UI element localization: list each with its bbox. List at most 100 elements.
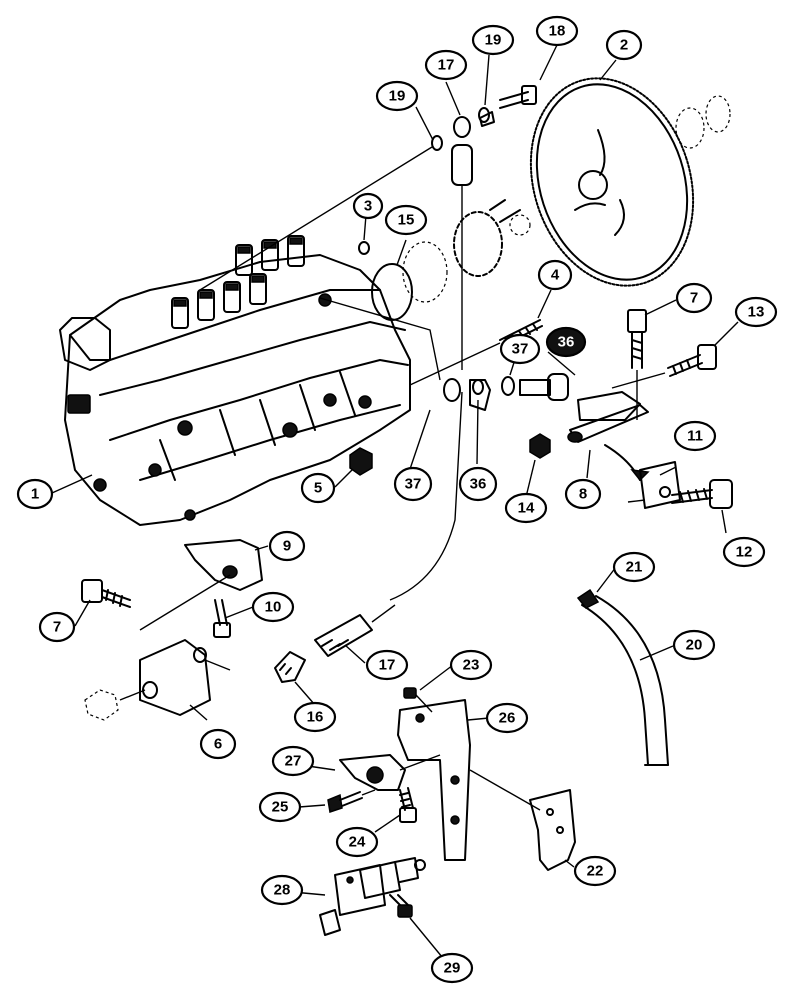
mounting-plate bbox=[627, 461, 681, 509]
callout-29: 29 bbox=[430, 952, 474, 984]
drive-gear bbox=[529, 77, 731, 287]
callout-4: 4 bbox=[537, 259, 573, 291]
callout-12: 12 bbox=[722, 536, 766, 568]
callout-11: 11 bbox=[673, 420, 717, 452]
svg-text:15: 15 bbox=[398, 212, 415, 229]
elbow-fitting bbox=[274, 651, 306, 683]
callout-21: 21 bbox=[612, 551, 656, 583]
bolt bbox=[399, 787, 417, 823]
callout-3: 3 bbox=[352, 192, 384, 220]
bracket bbox=[84, 639, 231, 721]
callouts: 1 2 3 4 5 6 7 7 8 9 10 11 12 13 14 15 16… bbox=[16, 15, 778, 984]
solenoid bbox=[319, 857, 426, 936]
svg-text:12: 12 bbox=[736, 544, 753, 561]
svg-text:2: 2 bbox=[620, 37, 628, 54]
callout-17-top: 17 bbox=[424, 49, 468, 81]
seal-ring bbox=[371, 263, 413, 321]
callout-37-upper: 37 bbox=[499, 333, 541, 365]
svg-text:13: 13 bbox=[748, 304, 765, 321]
svg-text:26: 26 bbox=[499, 710, 516, 727]
svg-text:1: 1 bbox=[31, 486, 39, 503]
svg-text:25: 25 bbox=[272, 799, 289, 816]
svg-text:24: 24 bbox=[349, 834, 366, 851]
callout-18: 18 bbox=[535, 15, 579, 47]
callout-27: 27 bbox=[271, 745, 315, 777]
nut bbox=[349, 447, 373, 476]
leader-lines bbox=[51, 44, 739, 964]
svg-text:10: 10 bbox=[265, 599, 282, 616]
svg-text:14: 14 bbox=[518, 500, 535, 517]
svg-text:6: 6 bbox=[214, 736, 222, 753]
svg-text:21: 21 bbox=[626, 559, 643, 576]
callout-22: 22 bbox=[573, 855, 617, 887]
svg-text:7: 7 bbox=[690, 290, 698, 307]
callout-24: 24 bbox=[335, 826, 379, 858]
callout-5: 5 bbox=[300, 472, 336, 504]
callout-10: 10 bbox=[251, 591, 295, 623]
hose bbox=[576, 588, 669, 766]
nut bbox=[529, 433, 551, 459]
svg-text:3: 3 bbox=[364, 198, 372, 215]
callout-7-right: 7 bbox=[675, 282, 713, 314]
washer bbox=[431, 135, 443, 151]
lever-bracket bbox=[567, 391, 650, 482]
callout-13: 13 bbox=[734, 296, 778, 328]
svg-text:28: 28 bbox=[274, 882, 291, 899]
svg-text:5: 5 bbox=[314, 480, 322, 497]
bolt bbox=[671, 479, 733, 509]
svg-text:16: 16 bbox=[307, 709, 324, 726]
washer bbox=[478, 107, 490, 123]
svg-text:9: 9 bbox=[283, 538, 291, 555]
svg-text:37: 37 bbox=[405, 476, 422, 493]
callout-26: 26 bbox=[485, 702, 529, 734]
callout-9: 9 bbox=[268, 530, 306, 562]
injection-pump bbox=[59, 235, 411, 526]
bracket bbox=[339, 754, 441, 791]
bolt bbox=[611, 344, 717, 389]
svg-text:29: 29 bbox=[444, 960, 461, 977]
bracket bbox=[139, 539, 263, 631]
callout-19-left: 19 bbox=[375, 80, 419, 112]
hose-fitting bbox=[314, 604, 396, 657]
callout-1: 1 bbox=[16, 478, 54, 510]
bracket-plate bbox=[529, 789, 576, 871]
bracket bbox=[397, 699, 541, 861]
o-ring bbox=[358, 241, 370, 255]
svg-text:17: 17 bbox=[438, 57, 455, 74]
gear-hub bbox=[402, 199, 531, 303]
bolt bbox=[389, 894, 413, 918]
callout-15: 15 bbox=[384, 204, 428, 236]
callout-25: 25 bbox=[258, 791, 302, 823]
callout-23: 23 bbox=[449, 649, 493, 681]
callout-8: 8 bbox=[564, 478, 602, 510]
bolt bbox=[499, 85, 537, 109]
callout-6: 6 bbox=[199, 728, 237, 760]
svg-text:8: 8 bbox=[579, 486, 587, 503]
bolt bbox=[81, 579, 131, 608]
callout-36-upper: 36 bbox=[545, 326, 587, 358]
bolt bbox=[627, 309, 647, 420]
svg-text:19: 19 bbox=[389, 88, 406, 105]
callout-37-lower: 37 bbox=[393, 466, 433, 502]
svg-text:37: 37 bbox=[512, 341, 529, 358]
banjo-fitting bbox=[443, 373, 569, 411]
svg-text:27: 27 bbox=[285, 753, 302, 770]
callout-16: 16 bbox=[293, 701, 337, 733]
callout-28: 28 bbox=[260, 874, 304, 906]
svg-text:19: 19 bbox=[485, 32, 502, 49]
svg-text:23: 23 bbox=[463, 657, 480, 674]
callout-19-right: 19 bbox=[471, 24, 515, 56]
svg-text:11: 11 bbox=[687, 428, 703, 445]
svg-text:22: 22 bbox=[587, 863, 604, 880]
callout-14: 14 bbox=[504, 492, 548, 524]
svg-text:18: 18 bbox=[549, 23, 566, 40]
callout-7-left: 7 bbox=[38, 611, 76, 643]
svg-text:20: 20 bbox=[686, 637, 703, 654]
bolt bbox=[213, 599, 231, 638]
fuel-line bbox=[389, 111, 495, 601]
callout-36-lower: 36 bbox=[458, 466, 498, 502]
callout-17-bottom: 17 bbox=[365, 649, 409, 681]
svg-text:17: 17 bbox=[379, 657, 396, 674]
svg-text:7: 7 bbox=[53, 619, 61, 636]
